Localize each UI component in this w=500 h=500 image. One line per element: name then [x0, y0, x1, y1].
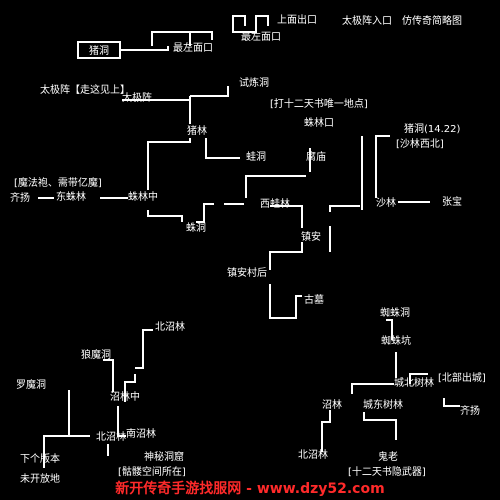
note-skeleton: [骷髅空间所在]	[118, 465, 186, 478]
node-sha-lin[interactable]: 沙林	[376, 196, 396, 209]
node-gui-lao[interactable]: 鬼老	[378, 450, 398, 463]
route-connector	[329, 205, 360, 212]
route-connector	[205, 138, 240, 159]
route-connector	[386, 319, 393, 340]
node-fu-miao[interactable]: 腐庙	[306, 150, 326, 163]
route-connector	[190, 86, 229, 97]
note-magic: [魔法袍、需带亿魔]	[14, 176, 102, 189]
route-connector	[135, 329, 153, 369]
node-zhao-lin[interactable]: 沼林	[322, 398, 342, 411]
node-wa-dong[interactable]: 蛙洞	[246, 150, 266, 163]
start-box[interactable]	[77, 41, 121, 59]
route-connector	[103, 359, 114, 392]
node-taiji-entrance[interactable]: 太极阵入口	[342, 14, 392, 27]
node-zhen-an-cun[interactable]: 镇安村后	[227, 266, 267, 279]
route-connector	[196, 203, 214, 223]
note-one-place: [打十二天书唯一地点]	[270, 97, 368, 110]
note-taiji-up: 太极阵【走这见上】	[40, 83, 130, 96]
node-up-exit[interactable]: 上面出口	[277, 13, 317, 26]
node-cheng-bei-lin[interactable]: 城北树林	[394, 376, 434, 389]
route-connector	[245, 175, 306, 198]
node-zhu-lin-zhong[interactable]: 蛛林中	[128, 190, 158, 203]
note-north-exit: [北部出城]	[438, 371, 486, 384]
node-luo-mo-dong[interactable]: 罗魔洞	[16, 378, 46, 391]
node-zhu-zhu-keng[interactable]: 蜘蛛坑	[381, 334, 411, 347]
node-nan-zhao-lin[interactable]: 南沼林	[126, 427, 156, 440]
node-zhu-dong[interactable]: 蛛洞	[186, 221, 206, 234]
node-gu-mu[interactable]: 古墓	[304, 293, 324, 306]
route-connector	[117, 406, 126, 437]
node-dong-zhu-lin[interactable]: 东蛛林	[56, 190, 86, 203]
node-zhu-lin[interactable]: 猪林	[187, 124, 207, 137]
route-connector	[151, 31, 190, 46]
node-zhang-bao[interactable]: 张宝	[442, 195, 462, 208]
node-bei-zhao-lin[interactable]: 北沼林	[155, 320, 185, 333]
footer-watermark: 新开传奇手游找服网 - www.dzy52.com	[115, 480, 384, 497]
route-connector	[351, 383, 394, 394]
node-zhu-lin-kou[interactable]: 蛛林口	[304, 116, 334, 129]
route-connector	[375, 135, 390, 198]
node-zhu-zhu-dong[interactable]: 蜘蛛洞	[380, 306, 410, 319]
node-cheng-dong-lin[interactable]: 城东树林	[363, 398, 403, 411]
node-shen-mi-ku[interactable]: 神秘洞窟	[144, 450, 184, 463]
route-connector	[68, 390, 90, 437]
node-bei-zhao-lin-2[interactable]: 北沼林	[298, 448, 328, 461]
node-zhao-lin-zhong[interactable]: 沼林中	[110, 390, 140, 403]
node-leftmost-exit-b[interactable]: 最左面口	[173, 41, 213, 54]
route-connector	[189, 31, 213, 46]
route-connector	[363, 412, 397, 440]
node-shilian-cave[interactable]: 试炼洞	[239, 76, 269, 89]
node-qi-yang-top[interactable]: 齐扬	[10, 191, 30, 204]
route-connector	[124, 374, 136, 402]
node-taiji[interactable]: 太极阵	[122, 91, 152, 104]
route-connector	[147, 210, 183, 222]
route-connector	[43, 435, 69, 468]
node-xia-ge-ban: 下个版本	[20, 452, 60, 465]
route-connector	[232, 15, 246, 26]
node-leftmost-exit-a[interactable]: 最左面口	[241, 30, 281, 43]
route-connector	[443, 398, 460, 407]
node-xi-zhu-lin[interactable]: 西蛙林	[260, 197, 290, 210]
node-unopened: 未开放地	[20, 472, 60, 485]
route-connector	[269, 284, 302, 319]
route-connector	[269, 242, 303, 270]
route-connector	[270, 205, 303, 228]
note-zhu-dong-coord: 猪洞(14.22)	[404, 123, 461, 135]
node-zhao-lin-b[interactable]: 北沼林	[96, 430, 126, 443]
route-lines	[38, 15, 460, 468]
route-connector	[255, 15, 269, 26]
note-zhu-dong-dir: [沙林西北]	[396, 137, 444, 150]
note-guilao: [十二天书隐武器]	[348, 465, 426, 478]
map-title: 仿传奇简略图	[402, 14, 462, 27]
node-qi-yang-bottom[interactable]: 齐扬	[460, 404, 480, 417]
route-connector	[147, 138, 191, 190]
route-connector	[409, 373, 428, 384]
node-zhen-an[interactable]: 镇安	[301, 230, 321, 243]
route-connector	[120, 46, 169, 51]
route-connector	[321, 410, 331, 452]
node-lang-mo-dong[interactable]: 狼魔洞	[81, 348, 111, 361]
start-label[interactable]: 猪洞	[89, 45, 109, 57]
route-connector	[232, 26, 257, 33]
